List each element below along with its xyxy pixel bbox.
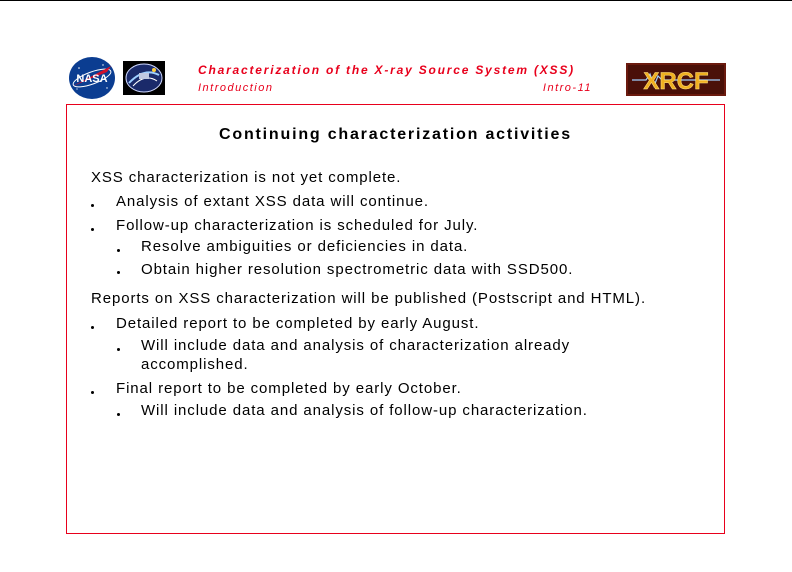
- list-item-continuation: accomplished.: [141, 356, 249, 373]
- list-item: Analysis of extant XSS data will continu…: [116, 193, 429, 210]
- list-item: Detailed report to be completed by early…: [116, 315, 480, 332]
- top-rule: [0, 0, 792, 1]
- header-section: Introduction: [198, 82, 274, 94]
- xrcf-logo: XRCF: [626, 63, 726, 96]
- bullet-icon: [91, 326, 94, 329]
- bullet-icon: [117, 249, 120, 252]
- header-page-number: Intro-11: [542, 82, 592, 94]
- xrcf-logo-text: XRCF: [643, 68, 708, 95]
- bullet-icon: [91, 204, 94, 207]
- list-item: Obtain higher resolution spectrometric d…: [141, 261, 574, 278]
- header-title: Characterization of the X-ray Source Sys…: [198, 63, 575, 77]
- list-item: Reports on XSS characterization will be …: [91, 290, 647, 307]
- nasa-logo: NASA: [69, 57, 115, 99]
- bullet-icon: [117, 413, 120, 416]
- bullet-icon: [91, 228, 94, 231]
- slide-title: Continuing characterization activities: [219, 126, 572, 143]
- nasa-logo-text: NASA: [76, 73, 107, 85]
- bullet-icon: [91, 391, 94, 394]
- list-item: Follow-up characterization is scheduled …: [116, 217, 479, 234]
- list-item: Will include data and analysis of follow…: [141, 402, 588, 419]
- mission-patch-logo: [123, 61, 165, 95]
- list-item: Final report to be completed by early Oc…: [116, 380, 462, 397]
- bullet-icon: [117, 271, 120, 274]
- list-item: XSS characterization is not yet complete…: [91, 169, 402, 186]
- list-item: Resolve ambiguities or deficiencies in d…: [141, 238, 469, 255]
- slide-frame: [66, 104, 725, 534]
- bullet-icon: [117, 348, 120, 351]
- list-item: Will include data and analysis of charac…: [141, 337, 571, 354]
